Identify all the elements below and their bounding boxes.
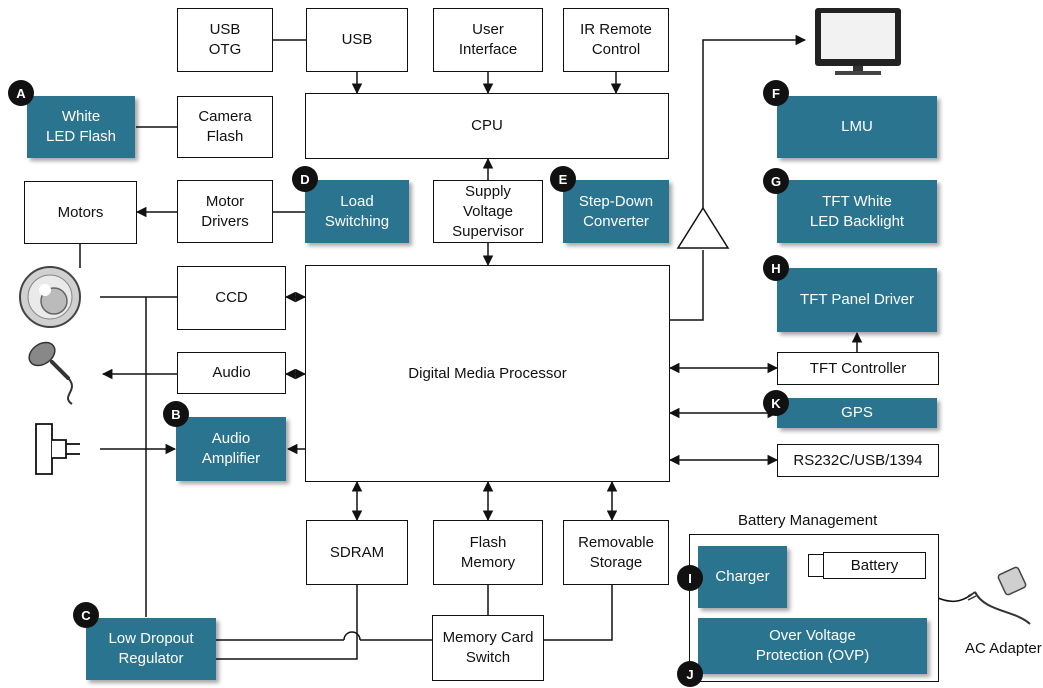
over-voltage-protection-block: Over Voltage Protection (OVP) xyxy=(698,618,927,674)
audio-amplifier-block: Audio Amplifier xyxy=(176,417,286,481)
sdram-block: SDRAM xyxy=(306,520,408,585)
removable-storage-block: Removable Storage xyxy=(563,520,669,585)
flash-memory-block: Flash Memory xyxy=(433,520,543,585)
tft-white-led-backlight-block: TFT White LED Backlight xyxy=(777,180,937,243)
low-dropout-regulator-block: Low Dropout Regulator xyxy=(86,618,216,680)
usb-block: USB xyxy=(306,8,408,72)
memory-card-switch-block: Memory Card Switch xyxy=(432,615,544,681)
white-led-flash-block: White LED Flash xyxy=(27,96,135,158)
badge-c: C xyxy=(73,602,99,628)
badge-e: E xyxy=(550,166,576,192)
webcam-icon xyxy=(19,266,81,328)
tft-panel-driver-block: TFT Panel Driver xyxy=(777,268,937,332)
ccd-block: CCD xyxy=(177,266,286,330)
badge-j: J xyxy=(677,661,703,687)
badge-h: H xyxy=(763,255,789,281)
camera-flash-block: Camera Flash xyxy=(177,96,273,158)
ir-remote-control-block: IR Remote Control xyxy=(563,8,669,72)
badge-a: A xyxy=(8,80,34,106)
rs232-usb-1394-block: RS232C/USB/1394 xyxy=(777,444,939,477)
step-down-converter-block: Step-Down Converter xyxy=(563,180,669,243)
digital-media-processor-block: Digital Media Processor xyxy=(305,265,670,482)
badge-d: D xyxy=(292,166,318,192)
cpu-block: CPU xyxy=(305,93,669,159)
supply-voltage-supervisor-block: Supply Voltage Supervisor xyxy=(433,180,543,243)
ac-adapter-label: AC Adapter xyxy=(965,640,1042,657)
tft-controller-block: TFT Controller xyxy=(777,352,939,385)
battery-block: Battery xyxy=(823,552,926,579)
badge-f: F xyxy=(763,80,789,106)
badge-k: K xyxy=(763,390,789,416)
load-switching-block: Load Switching xyxy=(305,180,409,243)
audio-block: Audio xyxy=(177,352,286,394)
speaker-icon xyxy=(35,423,80,475)
battery-management-label: Battery Management xyxy=(738,512,878,529)
motors-block: Motors xyxy=(24,181,137,244)
badge-b: B xyxy=(163,401,189,427)
ac-adapter-icon xyxy=(967,566,1031,625)
charger-block: Charger xyxy=(698,546,787,608)
badge-g: G xyxy=(763,168,789,194)
user-interface-block: User Interface xyxy=(433,8,543,72)
usb-otg-block: USB OTG xyxy=(177,8,273,72)
lmu-block: LMU xyxy=(777,96,937,158)
microphone-icon xyxy=(28,341,73,405)
motor-drivers-block: Motor Drivers xyxy=(177,180,273,243)
battery-terminal xyxy=(808,554,824,577)
badge-i: I xyxy=(677,565,703,591)
monitor-icon xyxy=(815,8,901,75)
gps-block: GPS xyxy=(777,398,937,428)
